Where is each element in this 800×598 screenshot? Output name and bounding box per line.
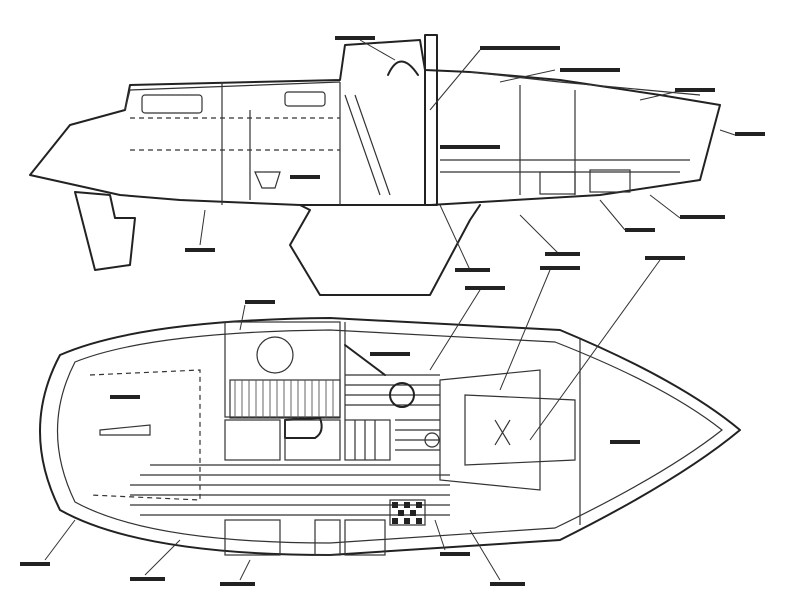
port-window-fwd <box>284 91 326 107</box>
basin <box>284 417 323 439</box>
mast-post <box>424 34 438 206</box>
leader-line <box>499 69 556 83</box>
port-window-aft <box>141 94 203 114</box>
mast-step <box>389 382 415 408</box>
leader-line <box>519 214 561 256</box>
checkered-box <box>389 499 426 526</box>
locker <box>589 169 631 193</box>
leader-line <box>144 539 181 576</box>
profile-view <box>29 34 765 296</box>
v-berth <box>439 369 541 491</box>
locker <box>344 519 386 556</box>
stove-box <box>284 419 341 461</box>
leader-line <box>239 559 251 581</box>
leader-line <box>429 49 481 111</box>
plan-view <box>20 256 741 586</box>
leader-line <box>649 194 681 219</box>
companionway-ladder <box>344 94 391 196</box>
v-berth-cushion <box>464 394 576 466</box>
profile-cabin-top <box>469 71 701 96</box>
cross-mark <box>494 419 511 446</box>
hatched-counter <box>229 379 341 419</box>
locker <box>224 519 281 556</box>
locker <box>539 171 576 195</box>
leader-line <box>439 204 471 271</box>
locker <box>314 519 341 556</box>
leader-line <box>239 304 246 331</box>
annotation-marks <box>185 36 765 272</box>
plan-hull-outline <box>39 317 741 556</box>
hatch-dome <box>387 60 419 76</box>
cockpit <box>89 369 201 501</box>
leader-line <box>359 39 396 61</box>
galley-box <box>224 419 281 461</box>
steps <box>354 420 376 460</box>
leader-line <box>499 269 551 391</box>
leader-line <box>199 209 206 246</box>
leader-line <box>429 289 481 371</box>
leader-line <box>529 259 661 441</box>
sink <box>256 336 294 374</box>
table-leg <box>424 432 440 448</box>
leader-line <box>434 519 446 551</box>
leader-line <box>719 129 736 136</box>
head-toilet <box>254 171 281 189</box>
leader-line <box>469 529 501 581</box>
diagonal-bulkhead <box>344 344 386 376</box>
plan-deck-inner <box>57 329 723 544</box>
plan-annotation-marks <box>20 256 685 586</box>
leader-line <box>44 519 76 561</box>
leader-line <box>639 91 676 101</box>
counter-hatching <box>234 380 334 418</box>
tiller <box>99 424 151 436</box>
step-box <box>344 419 391 461</box>
sole-planking <box>130 374 450 516</box>
rudder <box>74 191 136 271</box>
head-compartment <box>224 321 341 418</box>
profile-sheerline <box>124 81 341 111</box>
keel <box>289 204 481 296</box>
leader-line <box>599 199 626 231</box>
